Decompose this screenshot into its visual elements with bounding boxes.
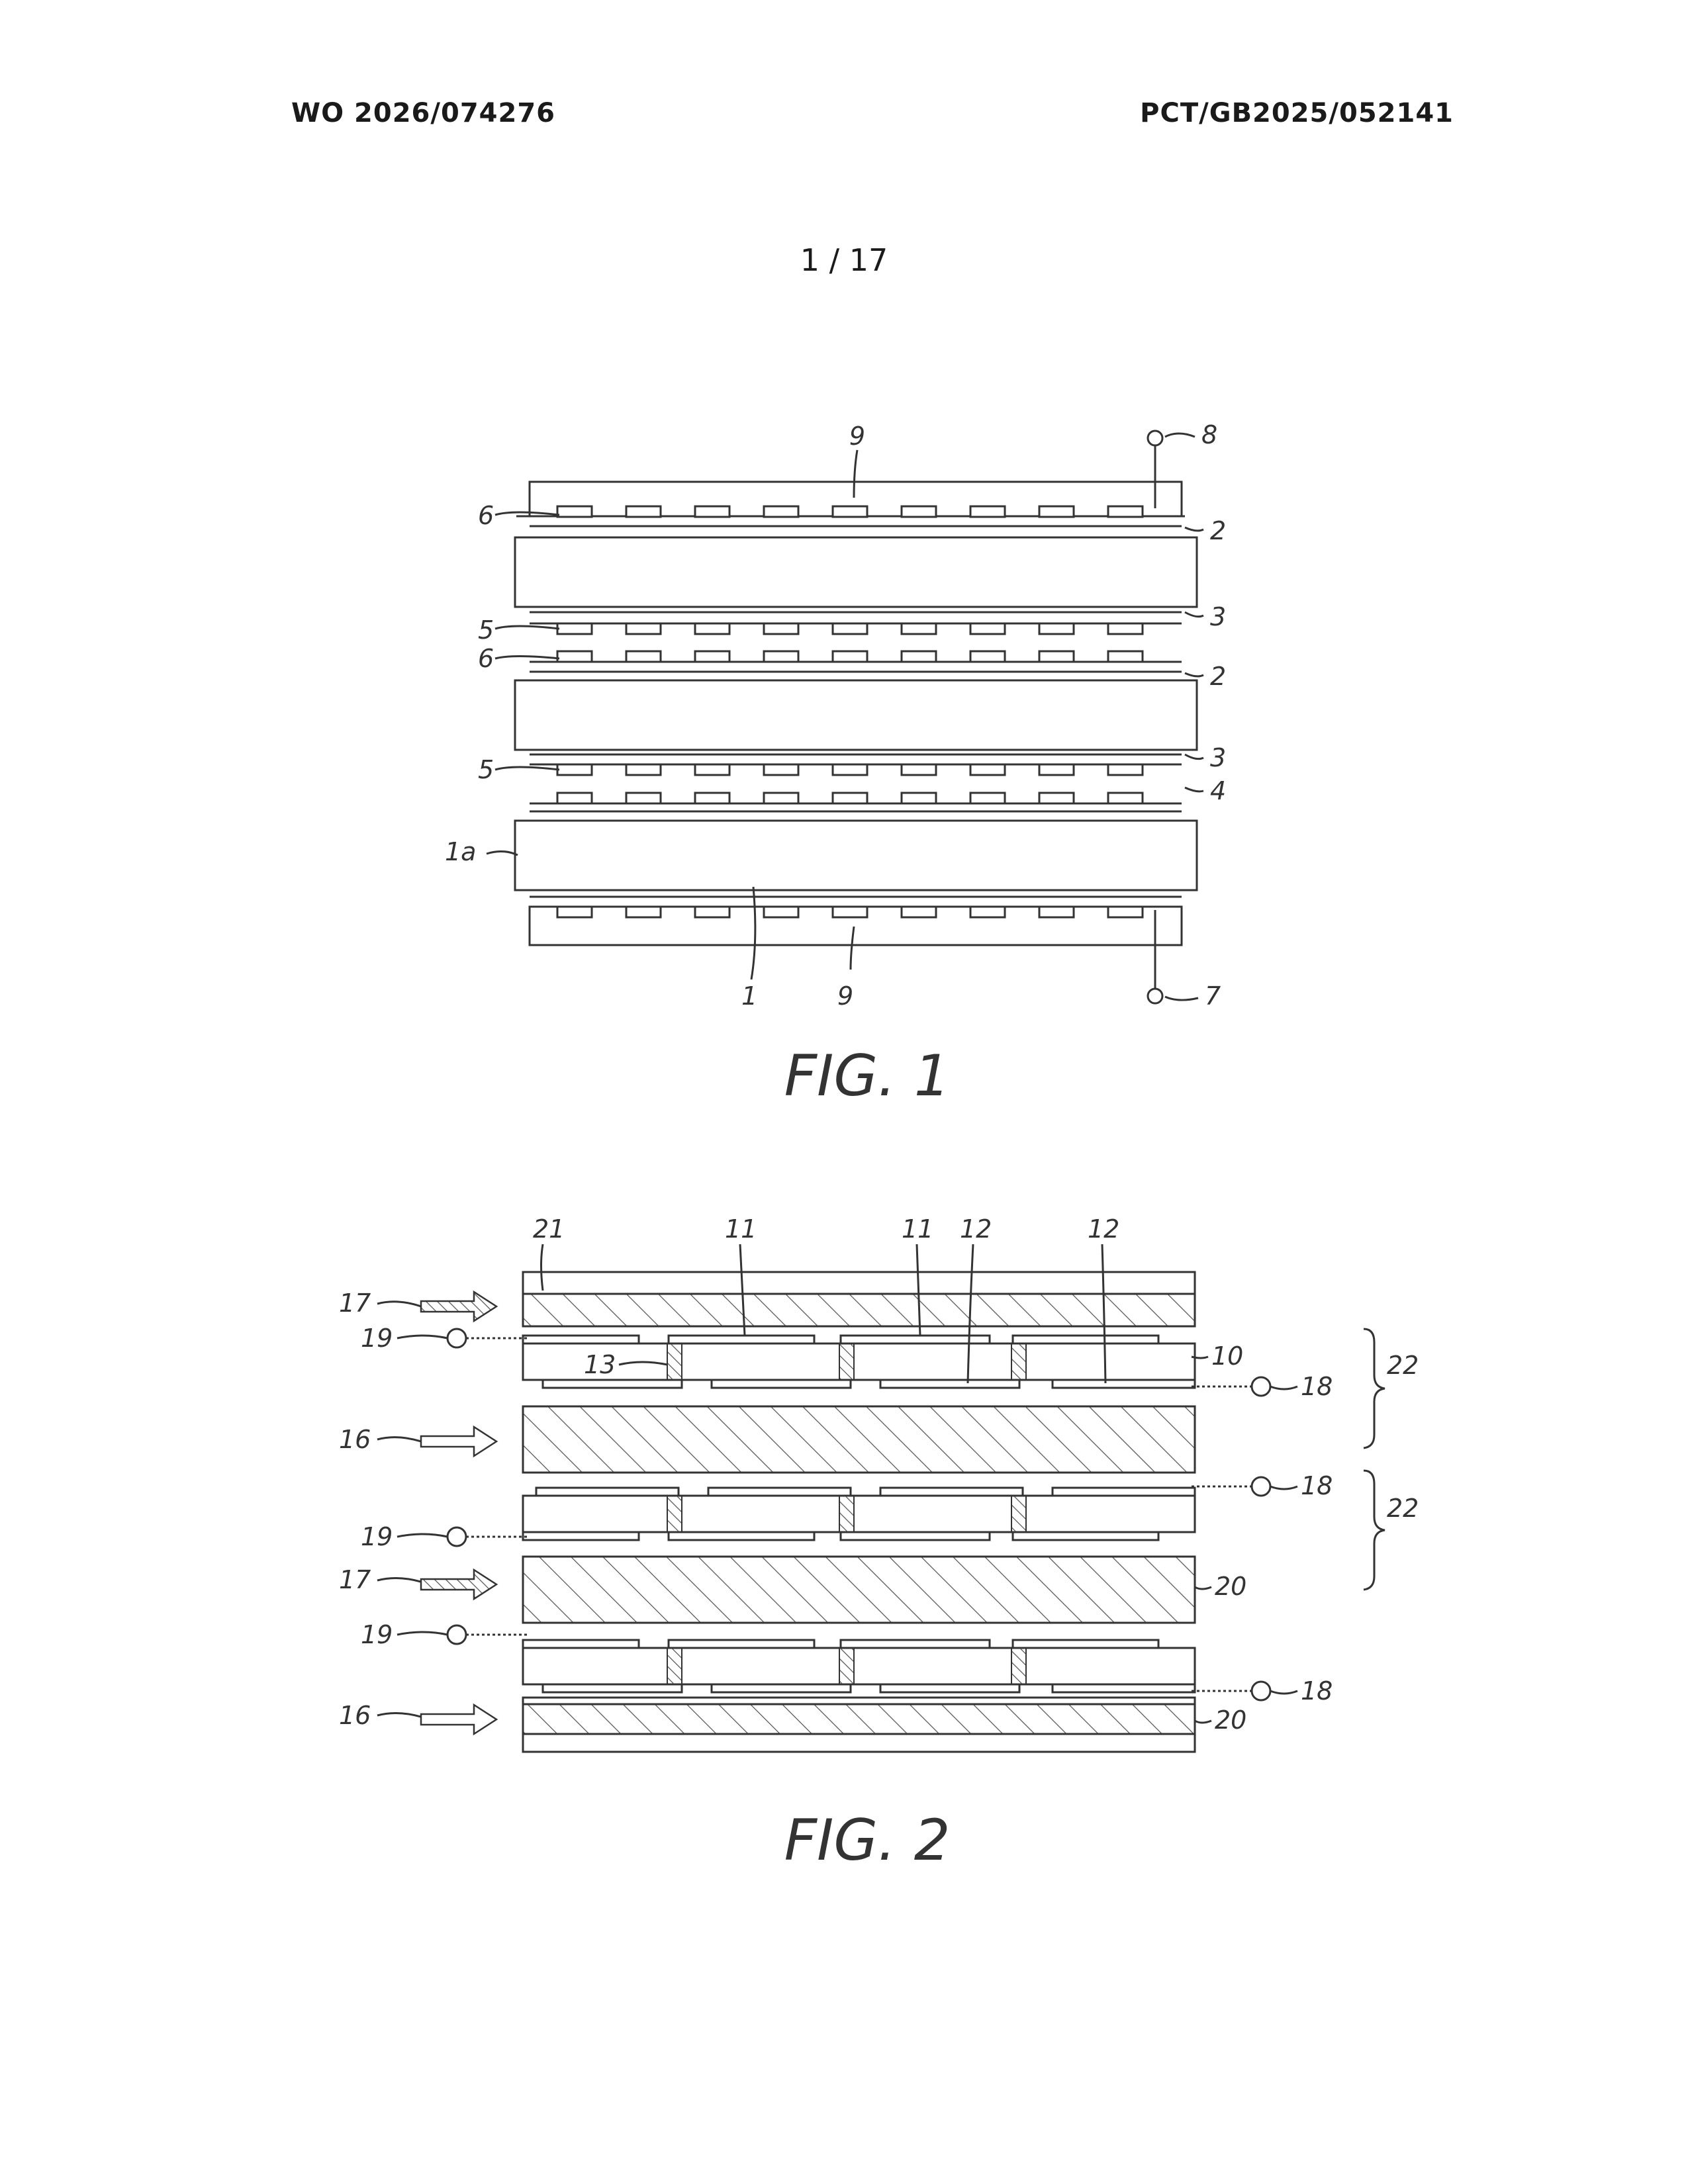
cell-unit-b bbox=[523, 1488, 1195, 1540]
bottom-plate-20 bbox=[523, 1698, 1195, 1752]
fig2-label-16-b: 16 bbox=[339, 1701, 371, 1730]
fig1-label-8: 8 bbox=[1201, 420, 1217, 449]
fig1-label-2-top: 2 bbox=[1210, 516, 1226, 545]
fig1-label-3-top: 3 bbox=[1210, 602, 1226, 631]
fig2-label-13: 13 bbox=[584, 1350, 616, 1379]
hatched-layer-upper bbox=[523, 1406, 1195, 1473]
fig2-label-12-b: 12 bbox=[1088, 1214, 1119, 1244]
stud-row-middle bbox=[557, 623, 1143, 662]
cell-unit-a bbox=[523, 1336, 1195, 1388]
fig2-label-19-b: 19 bbox=[361, 1522, 393, 1551]
fig1-label-9-top: 9 bbox=[849, 422, 865, 451]
fig2-label-22-b: 22 bbox=[1387, 1494, 1419, 1523]
flow-arrows bbox=[421, 1292, 496, 1734]
fig1-label-6-middle: 6 bbox=[478, 644, 494, 673]
figure-1-diagram: 9 8 6 2 3 5 6 2 5 3 4 1a 1 9 7 FIG. 1 bbox=[0, 410, 1688, 1125]
fig2-label-16-a: 16 bbox=[339, 1425, 371, 1454]
fig1-label-3-lower: 3 bbox=[1210, 743, 1226, 772]
cell-unit-c bbox=[523, 1640, 1195, 1692]
fig1-label-2-middle: 2 bbox=[1210, 662, 1226, 691]
membrane-layer-middle bbox=[515, 680, 1197, 750]
fig2-label-20-b: 20 bbox=[1215, 1706, 1246, 1735]
fig1-label-5-top: 5 bbox=[478, 615, 494, 645]
fig2-label-10: 10 bbox=[1211, 1342, 1243, 1371]
fig2-label-18-c: 18 bbox=[1301, 1676, 1333, 1706]
braces bbox=[1364, 1329, 1385, 1590]
fig1-label-9-bottom: 9 bbox=[837, 981, 853, 1011]
fig2-label-17-b: 17 bbox=[339, 1565, 371, 1594]
fig2-label-21: 21 bbox=[533, 1214, 565, 1244]
fig2-label-19-a: 19 bbox=[361, 1324, 393, 1353]
membrane-layer-upper bbox=[515, 537, 1197, 607]
stud-row-lower bbox=[557, 764, 1143, 803]
fig1-label-1a: 1a bbox=[445, 837, 476, 866]
sheet-number: 1 / 17 bbox=[0, 242, 1688, 278]
fig1-label-6-top: 6 bbox=[478, 501, 494, 530]
fig2-label-17-top: 17 bbox=[339, 1289, 371, 1318]
fig2-caption: FIG. 2 bbox=[784, 1807, 951, 1874]
fig1-label-5-lower: 5 bbox=[478, 755, 494, 784]
fig2-label-22-a: 22 bbox=[1387, 1351, 1419, 1380]
hatched-layer-middle bbox=[523, 1557, 1195, 1623]
fig1-label-4: 4 bbox=[1210, 776, 1226, 805]
fig2-label-11-a: 11 bbox=[725, 1214, 757, 1244]
fig2-label-11-b: 11 bbox=[902, 1214, 933, 1244]
fig1-caption: FIG. 1 bbox=[784, 1043, 951, 1109]
fig2-label-18-a: 18 bbox=[1301, 1372, 1333, 1401]
fig2-label-12-a: 12 bbox=[960, 1214, 992, 1244]
fig1-label-1: 1 bbox=[741, 981, 757, 1011]
fig2-label-19-c: 19 bbox=[361, 1620, 393, 1649]
figure-2-diagram: 21 11 11 12 12 17 19 13 10 18 22 16 18 2… bbox=[0, 1191, 1688, 1919]
stud-row-bottom bbox=[557, 907, 1143, 917]
publication-number: WO 2026/074276 bbox=[291, 98, 555, 128]
membrane-layer-lower bbox=[515, 821, 1197, 890]
application-number: PCT/GB2025/052141 bbox=[1140, 98, 1454, 128]
stud-row-top bbox=[557, 506, 1143, 517]
fig1-label-7: 7 bbox=[1205, 981, 1221, 1011]
fig2-label-20-a: 20 bbox=[1215, 1572, 1246, 1601]
bottom-end-plate bbox=[530, 907, 1182, 1003]
top-plate-21 bbox=[523, 1272, 1195, 1326]
fig2-label-18-b: 18 bbox=[1301, 1471, 1333, 1500]
